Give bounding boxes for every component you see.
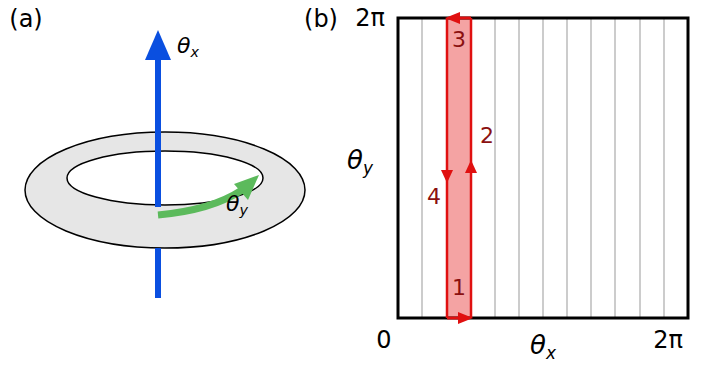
square-border	[398, 18, 688, 318]
arrow-head	[145, 30, 171, 60]
angle-label: θy	[226, 193, 248, 215]
callout-number: 4	[427, 186, 441, 208]
torus-square	[398, 12, 688, 324]
callout-number: 2	[480, 125, 494, 147]
torus-illustration	[25, 132, 305, 248]
axis-label: θy	[347, 147, 373, 173]
red-loop	[441, 12, 477, 324]
callout-number: 1	[452, 277, 466, 299]
torus-outer	[25, 132, 305, 248]
arrow-head	[441, 170, 453, 183]
angle-label: θx	[177, 35, 199, 57]
arrow-head	[465, 160, 477, 173]
axis-tick: 0	[376, 328, 391, 352]
grid-lines	[422, 18, 664, 318]
theta-x-arrow	[145, 30, 171, 298]
axis-tick: 2π	[653, 328, 683, 352]
axis-tick: 2π	[355, 6, 385, 30]
panel-letter: (b)	[304, 7, 338, 31]
axis-label: θx	[530, 332, 556, 358]
arrow-head	[445, 12, 460, 24]
arrow-head	[458, 312, 473, 324]
curved-arrow	[158, 190, 242, 215]
callout-number: 3	[452, 29, 466, 51]
axis-line	[155, 56, 161, 207]
panel-letter: (a)	[9, 7, 42, 31]
axis-line	[155, 248, 161, 298]
